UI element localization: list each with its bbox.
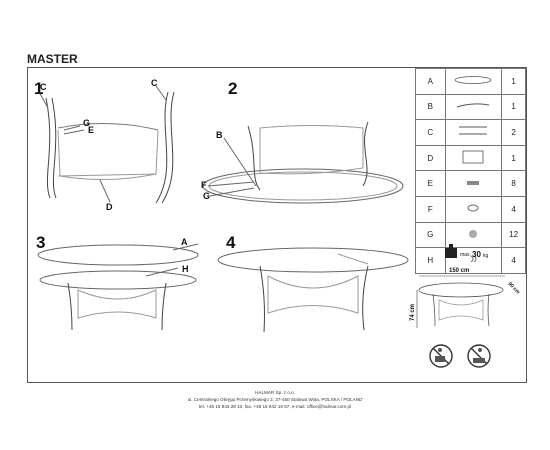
label-h-step3: H <box>182 264 189 274</box>
max-load-value: 30 <box>472 250 481 259</box>
table-row: B 1 <box>415 93 526 121</box>
part-letter: A <box>415 68 446 95</box>
step-number-3: 3 <box>36 233 45 252</box>
label-a-step3: A <box>181 237 188 247</box>
panel-icon <box>444 144 503 172</box>
label-b-step2: B <box>216 130 223 140</box>
part-letter: E <box>415 170 446 197</box>
footer: HALMAR Sp. z o.o. ul. Centralnego Okręgu… <box>0 389 550 410</box>
table-row: C 2 <box>415 119 526 146</box>
label-e-step1: E <box>88 125 94 135</box>
step-number-2: 2 <box>228 79 237 98</box>
assembled-table <box>217 247 409 273</box>
label-f-step2: F <box>201 180 207 190</box>
label-g-step2: G <box>203 191 210 201</box>
label-g-step1: G <box>83 118 90 128</box>
step-2-illustration <box>202 121 404 204</box>
part-letter: B <box>415 93 446 121</box>
table-row: E 8 <box>415 170 526 197</box>
part-letter: D <box>415 144 446 172</box>
part-qty: 2 <box>501 119 526 146</box>
washer-icon <box>444 195 503 223</box>
part-qty: 4 <box>501 247 526 274</box>
label-c-right: C <box>151 78 158 88</box>
height-dimension: 74 cm <box>410 304 416 321</box>
document-title: MASTER <box>27 52 78 66</box>
step-3-illustration <box>37 243 199 331</box>
step-4-illustration <box>217 247 409 333</box>
bolt-icon <box>444 170 503 197</box>
part-letter: F <box>415 195 446 223</box>
leg-icon <box>444 119 503 146</box>
footer-company: HALMAR Sp. z o.o. <box>255 390 295 395</box>
label-c-left: C <box>40 82 47 92</box>
no-stand-icon <box>429 344 453 368</box>
width-dimension: 150 cm <box>449 268 469 274</box>
weight-icon <box>445 244 457 258</box>
frame-icon <box>444 93 503 121</box>
label-d-step1: D <box>106 202 113 212</box>
max-load-unit: kg <box>483 253 489 259</box>
glass-top-a <box>37 244 199 266</box>
step-number-1: 1 <box>34 79 43 98</box>
footer-address: ul. Centralnego Okręgu Przemysłowego 2, … <box>187 397 363 402</box>
no-sit-icon <box>467 344 491 368</box>
instruction-frame <box>27 67 527 383</box>
part-letter: C <box>415 119 446 146</box>
part-qty: 1 <box>501 144 526 172</box>
step-number-4: 4 <box>226 233 236 252</box>
depth-dimension: 90 cm <box>507 281 522 296</box>
dimension-table-drawing <box>418 282 504 327</box>
step-1-illustration <box>37 85 175 204</box>
leg-c-left <box>45 97 51 199</box>
table-row: F 4 <box>415 195 526 223</box>
table-row: A 1 <box>415 68 526 95</box>
max-load-label: max. <box>460 252 471 258</box>
part-qty: 4 <box>501 195 526 223</box>
assembly-drawing: 1 2 3 4 C C G E D B F G A H <box>34 78 409 333</box>
specifications-panel: max. 30 kg 150 cm 90 cm 74 cm <box>410 244 522 368</box>
table-row: D 1 <box>415 144 526 172</box>
part-qty: 1 <box>501 68 526 95</box>
panel-d <box>57 129 159 181</box>
part-qty: 1 <box>501 93 526 121</box>
frame-b <box>202 168 404 204</box>
footer-contact: tel. +48 15 843 28 10, fax. +48 15 842 1… <box>198 404 352 409</box>
leg-c-right <box>155 91 169 204</box>
part-qty: 8 <box>501 170 526 197</box>
part-qty: 12 <box>501 221 526 249</box>
glass-top-icon <box>444 68 503 95</box>
